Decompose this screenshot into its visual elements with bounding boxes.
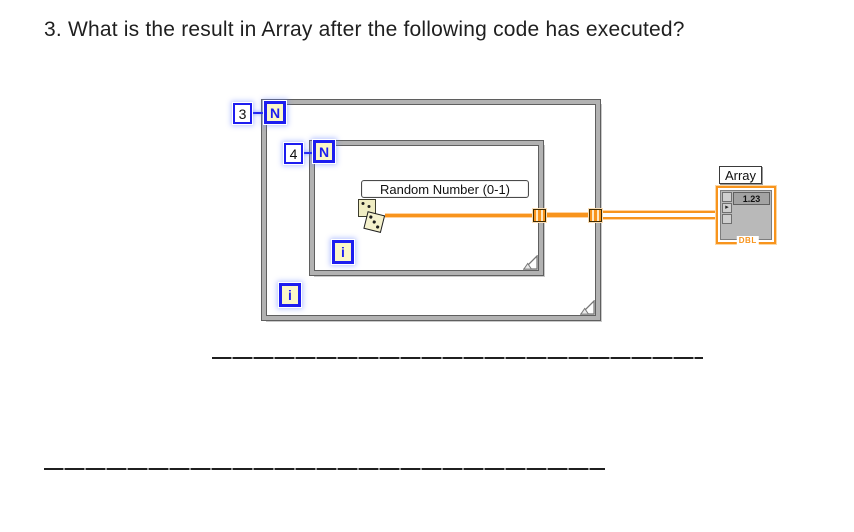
array-element-area: 1.23: [733, 192, 770, 238]
2d-array-wire: [602, 211, 717, 219]
inner-for-loop: [309, 140, 544, 276]
array-indicator-terminal: ▸ 1.23 DBL: [716, 186, 776, 245]
array-type-text: DBL: [736, 236, 759, 245]
array-index-box: ▸: [722, 203, 732, 213]
count-wire: [250, 112, 266, 114]
inner-loop-tunnel: [533, 209, 546, 222]
outer-loop-iteration-terminal: i: [279, 283, 301, 307]
random-number-dice-icon: [358, 199, 386, 233]
scalar-wire: [385, 214, 533, 217]
count-wire: [301, 152, 315, 154]
array-element-value: 1.23: [733, 192, 770, 205]
array-index-box: [722, 214, 732, 224]
array-terminal-panel: ▸ 1.23 DBL: [720, 190, 772, 245]
outer-loop-N-terminal: N: [264, 101, 286, 124]
answer-blank-line: [212, 357, 703, 359]
answer-blank-line: [44, 468, 605, 470]
array-index-box: [722, 192, 732, 202]
question-text: 3. What is the result in Array after the…: [44, 18, 685, 41]
random-number-label: Random Number (0-1): [361, 180, 529, 198]
loop-resize-corner-icon: [580, 300, 595, 315]
array-indicator-label: Array: [719, 166, 762, 184]
inner-loop-N-terminal: N: [313, 140, 335, 163]
outer-loop-tunnel: [589, 209, 602, 222]
inner-loop-count-constant: 4: [284, 143, 303, 164]
outer-loop-count-constant: 3: [233, 103, 252, 124]
1d-array-wire: [546, 213, 589, 217]
array-index-strip: ▸: [722, 192, 732, 238]
loop-resize-corner-icon: [523, 255, 538, 270]
inner-loop-iteration-terminal: i: [332, 240, 354, 264]
